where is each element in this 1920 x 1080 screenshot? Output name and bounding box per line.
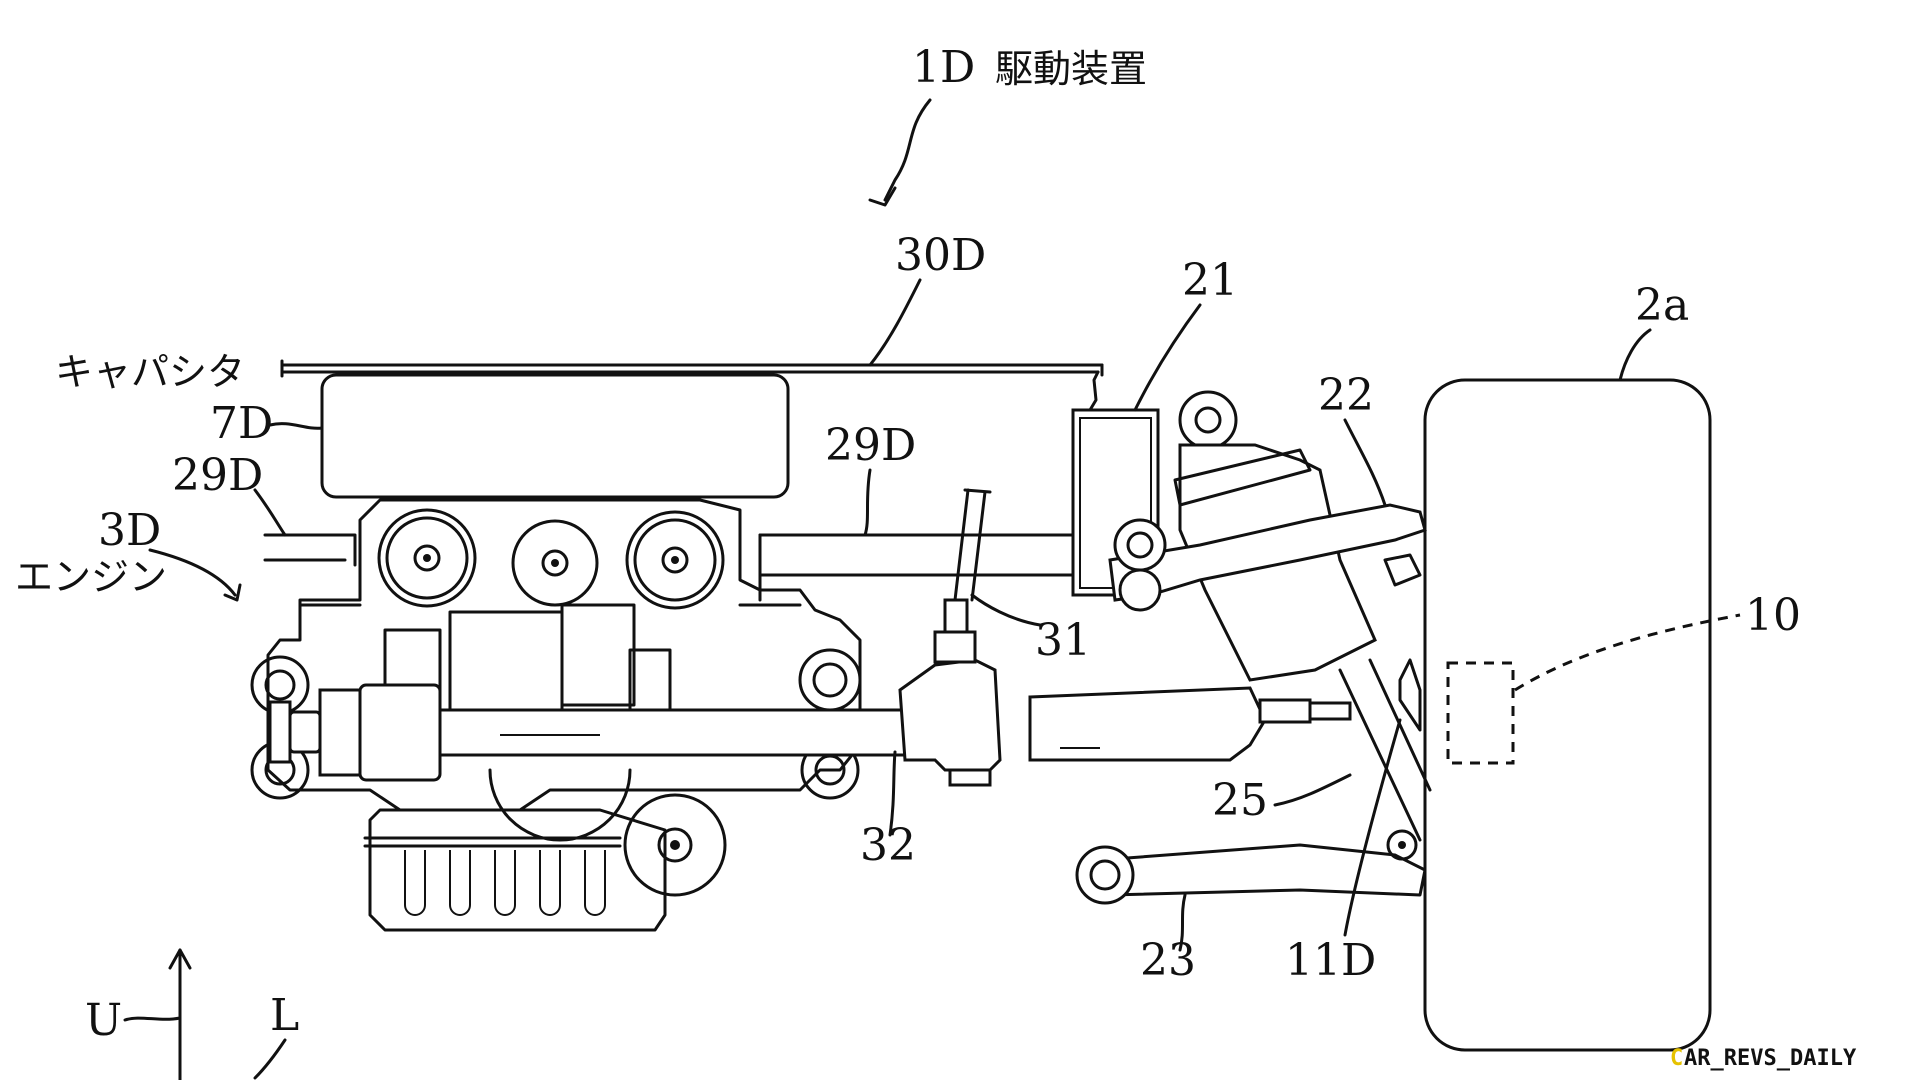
leader-31 [970,593,1042,627]
label-22: 22 [1318,370,1374,421]
knuckle [1383,553,1422,587]
leader-1d-arrow [868,186,897,207]
knuckle-lower [1398,658,1422,732]
watermark-text: AR_REVS_DAILY [1684,1046,1857,1071]
watermark-first-letter: C [1670,1046,1683,1071]
leader-32 [888,750,897,837]
label-capacitor: キャパシタ [55,350,245,394]
leader-29d-center [863,468,872,537]
steering-shaft-31 [953,488,992,602]
engine-3d [250,498,862,842]
leader-1d [883,98,932,202]
leader-30d [868,278,922,367]
label-29d-left: 29D [172,450,263,501]
label-21: 21 [1182,255,1238,306]
leader-21 [1133,303,1202,412]
leader-25 [1273,773,1352,807]
upper-arm-22 [1108,503,1427,612]
leader-29d-left [253,488,287,537]
label-25: 25 [1212,775,1268,826]
component-7d [320,373,790,499]
watermark: C AR_REVS_DAILY [1670,1046,1857,1071]
leader-23 [1178,893,1187,952]
leader-2a [1618,328,1652,382]
label-2a: 2a [1635,280,1689,331]
leader-22 [1343,418,1387,507]
label-u: U [85,995,122,1046]
leader-l [253,1038,287,1080]
label-23: 23 [1140,935,1196,986]
wheel-2a [1423,378,1712,1052]
steering-rack-32 [268,598,1352,787]
oil-pan [363,793,727,932]
control-unit-10 [1446,661,1515,765]
label-drive-device: 駆動装置 [995,47,1147,91]
label-1d: 1D [912,42,975,93]
label-31: 31 [1035,615,1091,666]
label-30d: 30D [895,230,986,281]
capacitor-plate-30d [280,359,1104,412]
label-7d: 7D [210,398,273,449]
label-engine: エンジン [15,555,167,599]
leader-7d [268,422,324,430]
label-29d-center: 29D [825,420,916,471]
leader-3d [148,548,237,597]
support-member-29d [263,533,1077,602]
label-3d: 3D [98,505,161,556]
label-l: L [270,990,299,1041]
direction-arrow-up [168,948,192,1080]
leader-3d-arrow [223,583,242,602]
lower-arm-23 [1075,843,1427,905]
leader-11d [1343,718,1402,937]
label-32: 32 [860,820,916,871]
label-11d: 11D [1285,935,1376,986]
leader-u [123,1016,182,1022]
label-10: 10 [1745,590,1801,641]
leader-10 [1514,613,1741,692]
